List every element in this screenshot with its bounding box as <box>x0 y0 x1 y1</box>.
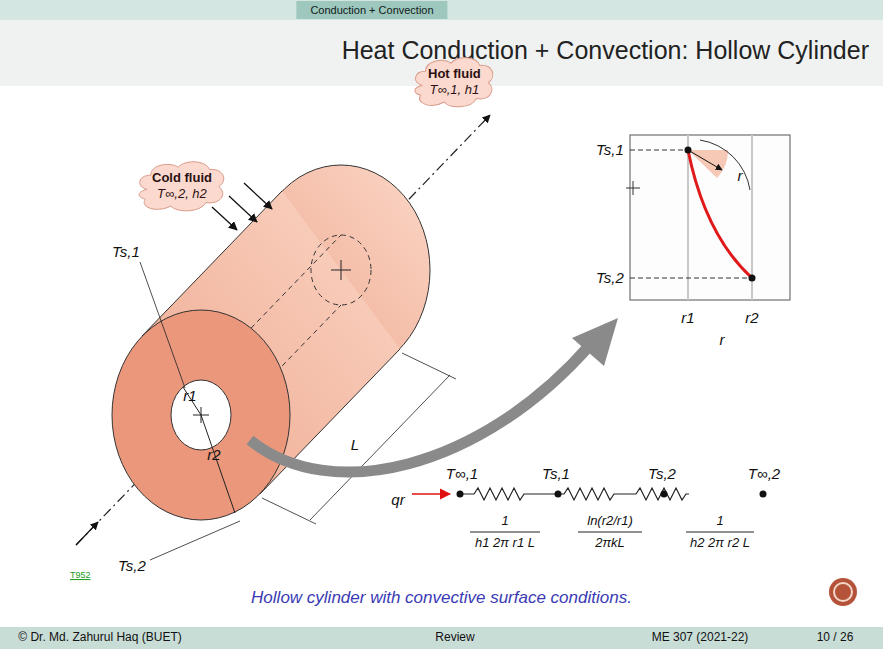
temperature-curve <box>688 150 752 278</box>
logo <box>829 578 857 606</box>
surface-temperature: Ts,2 <box>118 558 146 575</box>
dimension-label: L <box>351 437 359 454</box>
resistance-numerator: 1 <box>501 514 508 528</box>
figure-id: T952 <box>70 571 91 581</box>
resistance-denominator: h1 2π r1 L <box>475 536 535 550</box>
hidden-bore <box>311 235 371 305</box>
cloud-symbols: T∞,2, h2 <box>152 186 212 202</box>
cloud-symbols: T∞,1, h1 <box>428 82 481 98</box>
resistance-numerator: 1 <box>716 514 723 528</box>
node-temperature: T∞,1 <box>446 466 478 483</box>
heat-rate: qr <box>391 492 404 509</box>
radius-label: r2 <box>207 447 220 464</box>
node-temperature: Ts,2 <box>648 466 676 483</box>
axis-label: r2 <box>745 310 758 327</box>
fluid-cloud: Hot fluidT∞,1, h1 <box>412 54 497 111</box>
cylinder-front-face <box>112 310 290 520</box>
cloud-heading: Hot fluid <box>428 66 481 82</box>
fluid-cloud: Cold fluidT∞,2, h2 <box>136 158 228 215</box>
caption: Hollow cylinder with convective surface … <box>0 588 883 608</box>
callout-arrow <box>250 345 590 472</box>
title-band <box>0 20 883 86</box>
slide-title: Heat Conduction + Convection: Hollow Cyl… <box>342 36 869 65</box>
footer-text: 10 / 26 <box>817 631 854 644</box>
footer-text: ME 307 (2021-22) <box>652 631 749 644</box>
cloud-heading: Cold fluid <box>152 170 212 186</box>
inset-plot <box>630 135 790 300</box>
header-band <box>0 0 883 20</box>
axis-label: Ts,2 <box>596 270 624 287</box>
axis-line <box>76 115 490 545</box>
resistance-denominator: 2πkL <box>595 536 625 550</box>
heat-flow-arrow <box>412 493 450 495</box>
resistance-numerator: ln(r2/r1) <box>587 514 633 528</box>
section-tab: Conduction + Convection <box>296 1 447 19</box>
axis-label: r <box>720 332 725 349</box>
footer-text: © Dr. Md. Zahurul Haq (BUET) <box>18 631 182 644</box>
axis-label: Ts,1 <box>596 142 624 159</box>
logo <box>834 583 852 601</box>
footer-band <box>0 627 883 649</box>
axis-label: r1 <box>681 310 694 327</box>
radius-label: r <box>738 168 743 185</box>
surface-temperature: Ts,1 <box>112 244 140 261</box>
resistance-denominator: h2 2π r2 L <box>690 536 750 550</box>
resistor-symbol <box>460 488 689 500</box>
radius-label: r1 <box>183 388 196 405</box>
node-temperature: Ts,1 <box>542 466 570 483</box>
footer-text: Review <box>435 631 474 644</box>
node-temperature: T∞,2 <box>748 466 780 483</box>
